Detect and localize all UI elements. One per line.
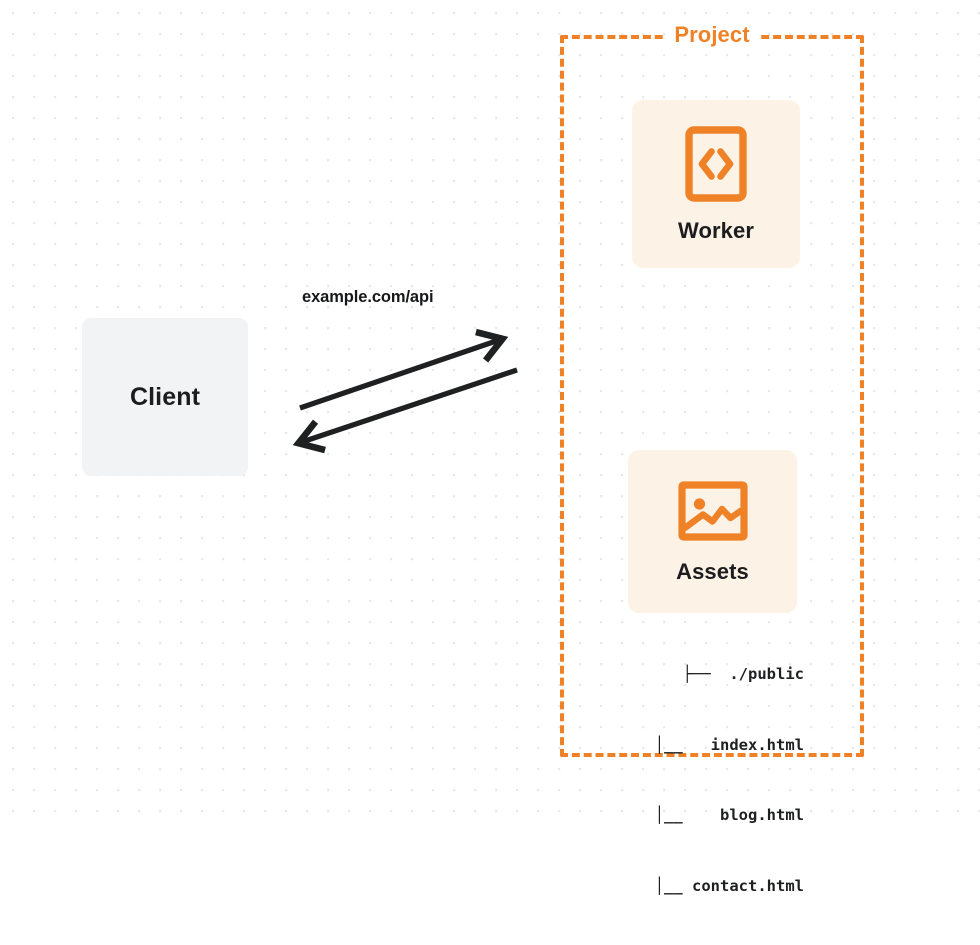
node-worker-label: Worker [678, 218, 754, 243]
group-project-title: Project [665, 24, 759, 46]
file-tree-row: ├── ./public [682, 665, 804, 683]
node-worker[interactable]: Worker [632, 100, 800, 268]
node-assets[interactable]: Assets [628, 450, 797, 613]
edge-response-arrow [292, 367, 518, 454]
assets-file-tree: ├── ./public │__ index.html │__ blog.htm… [608, 616, 804, 945]
node-client[interactable]: Client [82, 318, 248, 476]
file-tree-row: │__ blog.html [654, 806, 804, 824]
image-icon [677, 480, 748, 546]
node-client-label: Client [129, 382, 201, 411]
file-tree-row: │__ contact.html [654, 876, 804, 895]
node-assets-label: Assets [676, 558, 749, 584]
group-project: Project [560, 24, 864, 757]
edge-request-arrow [299, 328, 509, 411]
diagram-canvas: Client example.com/api Project [0, 0, 980, 895]
edge-label-endpoint: example.com/api [302, 288, 434, 306]
code-brackets-icon [685, 126, 747, 207]
file-tree-row: │__ index.html [654, 735, 804, 754]
